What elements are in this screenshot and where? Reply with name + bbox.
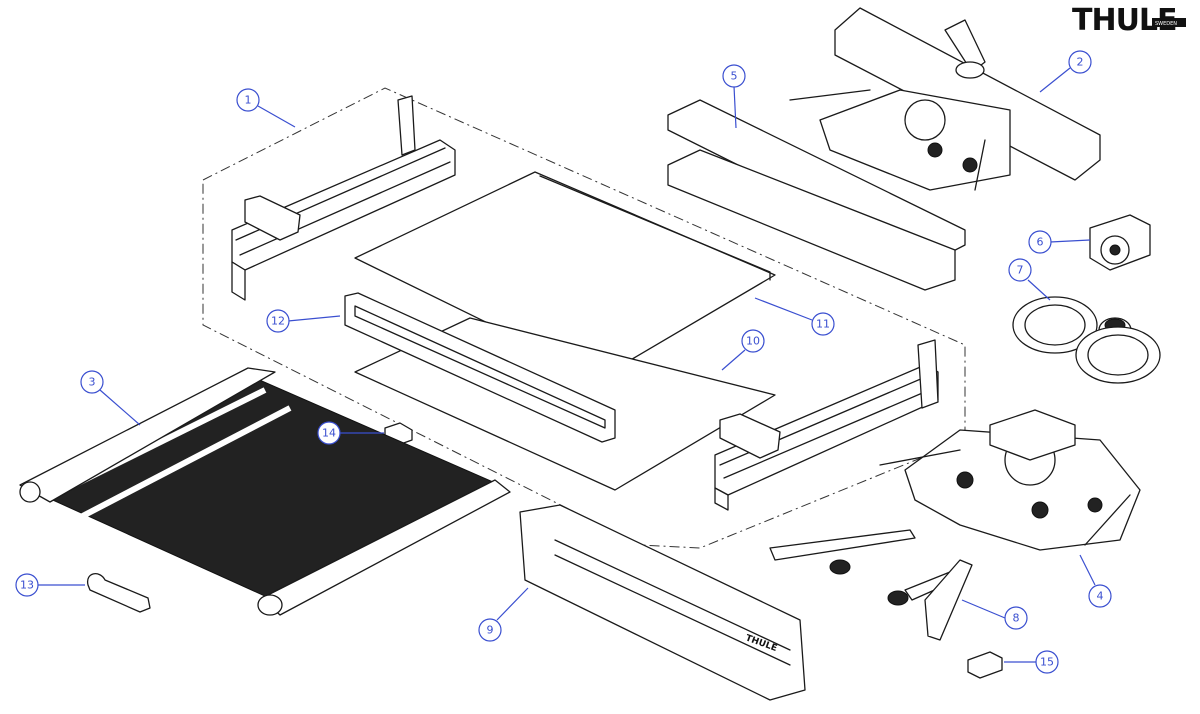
callout-2: 2 bbox=[1039, 50, 1092, 93]
part-gears bbox=[1012, 296, 1161, 384]
svg-text:11: 11 bbox=[816, 318, 830, 331]
part-small-motor bbox=[1089, 214, 1151, 271]
callout-5: 5 bbox=[722, 64, 746, 129]
callout-6: 6 bbox=[1028, 230, 1091, 254]
part-upper-motor-assembly bbox=[789, 7, 1101, 191]
part-front-frame bbox=[344, 292, 616, 443]
svg-text:7: 7 bbox=[1017, 264, 1024, 277]
logo-subtext: SWEDEN bbox=[1155, 21, 1177, 27]
callout-4: 4 bbox=[1079, 554, 1112, 608]
svg-text:14: 14 bbox=[322, 427, 336, 440]
part-lower-motor-assembly bbox=[879, 409, 1141, 551]
plate-edge bbox=[539, 175, 771, 281]
callout-13: 13 bbox=[15, 573, 85, 597]
part-step-platform bbox=[19, 367, 511, 616]
callout-3: 3 bbox=[80, 370, 141, 426]
svg-text:1: 1 bbox=[245, 94, 252, 107]
assembly-boundary bbox=[202, 87, 966, 549]
svg-text:13: 13 bbox=[20, 579, 34, 592]
thule-logo: THULE SWEDEN bbox=[1072, 3, 1186, 38]
callout-11: 11 bbox=[754, 297, 835, 336]
callout-1: 1 bbox=[236, 88, 296, 128]
callout-14: 14 bbox=[317, 421, 384, 445]
svg-text:15: 15 bbox=[1040, 656, 1054, 669]
part-left-rail bbox=[231, 95, 456, 301]
part-end-clip bbox=[967, 651, 1003, 679]
svg-text:9: 9 bbox=[487, 624, 494, 637]
svg-text:5: 5 bbox=[731, 70, 738, 83]
callout-8: 8 bbox=[961, 599, 1028, 630]
part-front-bumper: THULE bbox=[519, 504, 806, 701]
callout-9: 9 bbox=[478, 587, 529, 642]
part-cover-bracket bbox=[667, 99, 966, 291]
svg-text:2: 2 bbox=[1077, 56, 1084, 69]
callout-10: 10 bbox=[721, 329, 765, 371]
part-cable-tie bbox=[87, 573, 151, 613]
svg-text:8: 8 bbox=[1013, 612, 1020, 625]
svg-text:12: 12 bbox=[271, 315, 285, 328]
part-right-rail bbox=[714, 339, 939, 511]
svg-text:6: 6 bbox=[1037, 236, 1044, 249]
callout-12: 12 bbox=[266, 309, 341, 333]
svg-text:10: 10 bbox=[746, 335, 760, 348]
callout-7: 7 bbox=[1008, 258, 1051, 301]
part-linkage-arms bbox=[769, 529, 973, 641]
svg-text:4: 4 bbox=[1097, 590, 1104, 603]
callout-15: 15 bbox=[1004, 650, 1059, 674]
svg-text:3: 3 bbox=[89, 376, 96, 389]
